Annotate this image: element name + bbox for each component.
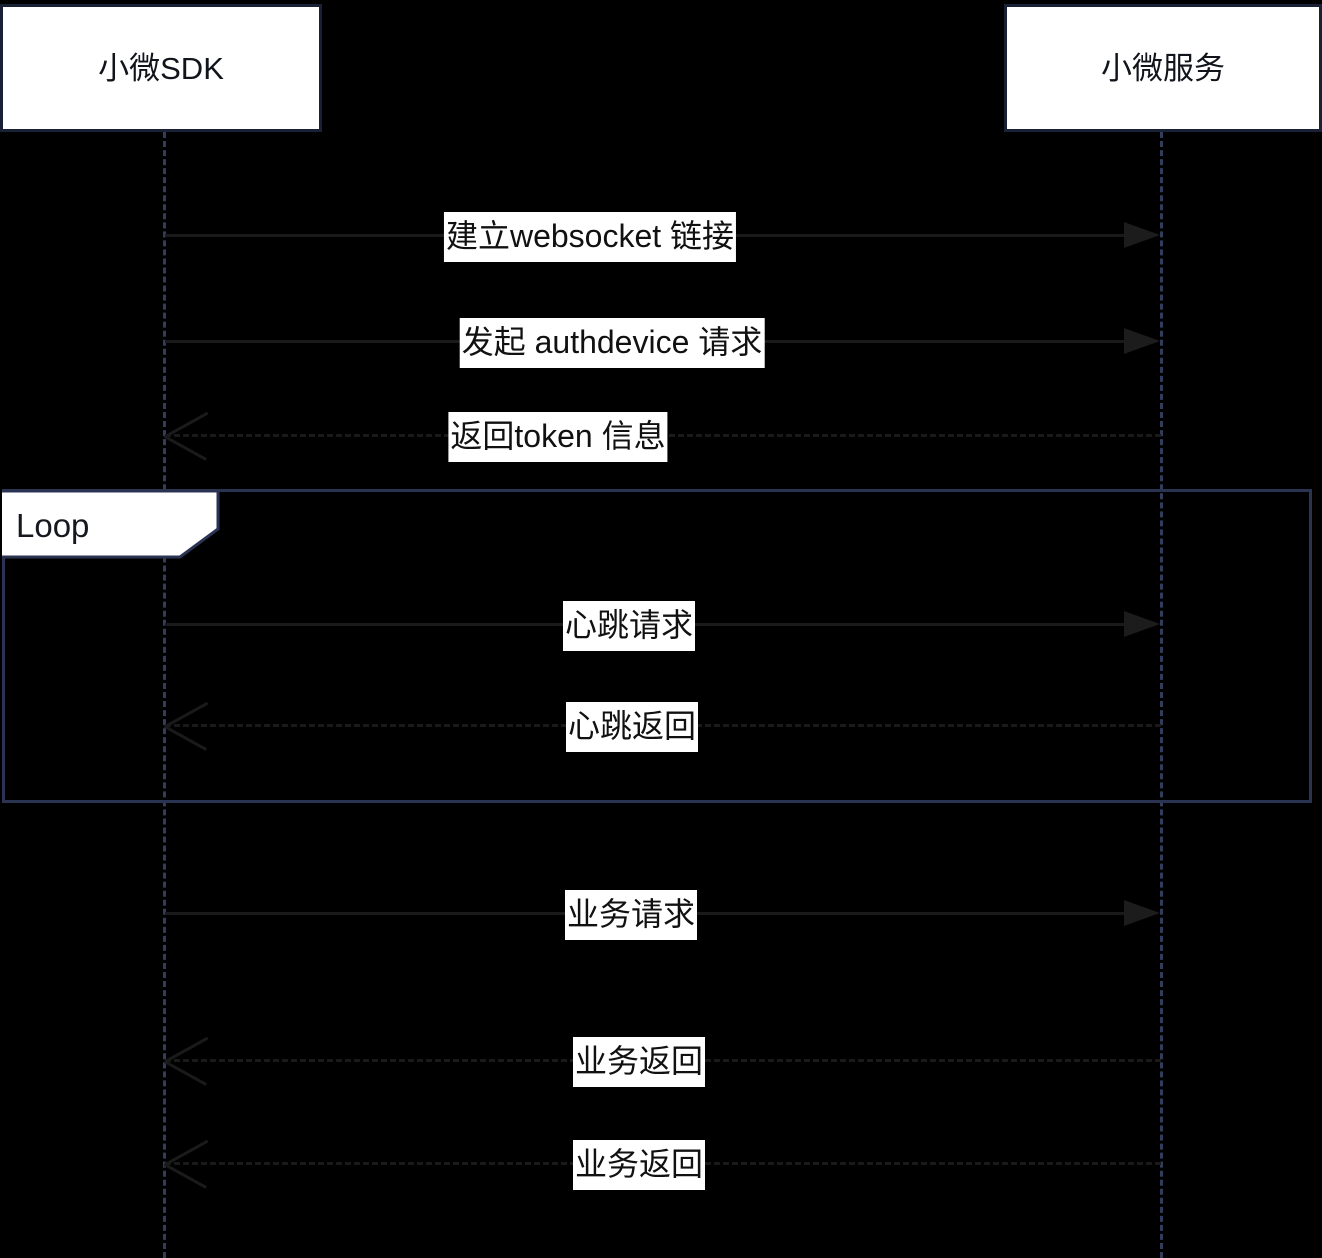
message-label-m2: 发起 authdevice 请求 <box>459 318 765 369</box>
arrowhead-open-m5 <box>163 701 209 751</box>
participant-box-service[interactable]: 小微服务 <box>1004 4 1322 132</box>
loop-fragment <box>2 489 1312 803</box>
arrowhead-open-m3 <box>163 411 209 461</box>
loop-fragment-tab: Loop <box>2 492 218 558</box>
participant-label-service: 小微服务 <box>1101 50 1225 86</box>
arrowhead-filled-m1 <box>1124 222 1160 248</box>
message-label-m4: 心跳请求 <box>562 601 696 652</box>
participant-box-sdk[interactable]: 小微SDK <box>0 4 322 132</box>
message-label-m5: 心跳返回 <box>565 702 699 753</box>
arrowhead-open-m8 <box>163 1139 209 1189</box>
arrowhead-filled-m6 <box>1124 900 1160 926</box>
lifeline-service <box>1160 132 1163 1258</box>
message-label-m1: 建立websocket 链接 <box>443 212 737 263</box>
message-label-m7: 业务返回 <box>572 1037 706 1088</box>
lifeline-sdk <box>163 132 166 1258</box>
message-label-m3: 返回token 信息 <box>448 412 668 463</box>
message-label-m8: 业务返回 <box>572 1140 706 1191</box>
loop-fragment-label: Loop <box>16 506 90 544</box>
participant-label-sdk: 小微SDK <box>98 50 224 86</box>
arrowhead-filled-m4 <box>1124 611 1160 637</box>
message-label-m6: 业务请求 <box>564 890 698 941</box>
arrowhead-filled-m2 <box>1124 328 1160 354</box>
arrowhead-open-m7 <box>163 1036 209 1086</box>
